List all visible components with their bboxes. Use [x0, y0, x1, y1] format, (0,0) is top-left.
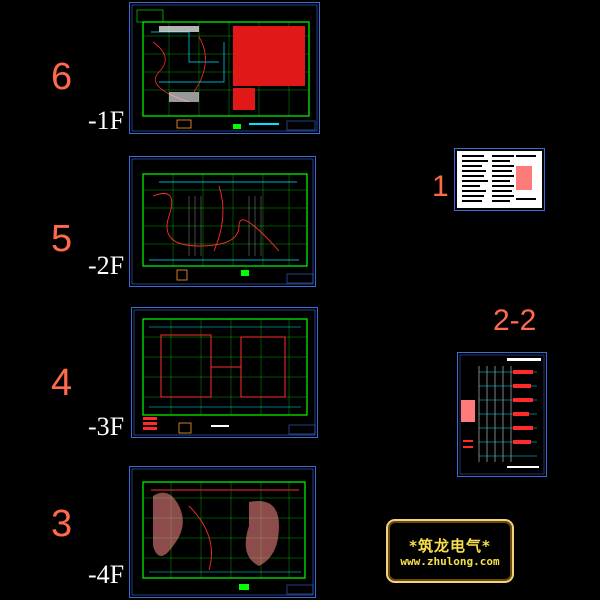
floor-plan-sheet-1f[interactable]: [129, 2, 320, 134]
riser-diagram-sheet[interactable]: [457, 352, 547, 477]
drawing-number-6: 6: [51, 56, 73, 98]
floor-label-minus-4f: -4F: [88, 560, 125, 589]
floor-plan-sheet-4f[interactable]: [129, 466, 316, 598]
drawing-number-5: 5: [51, 218, 73, 260]
drawing-number-3: 3: [51, 503, 73, 545]
floor-plan-sheet-3f[interactable]: [131, 307, 318, 438]
floor-label-minus-3f: -3F: [88, 412, 125, 441]
side-sheet-label-2-2: 2-2: [493, 304, 537, 337]
floor-plan-sheet-2f[interactable]: [129, 156, 316, 287]
side-sheet-label-1: 1: [432, 170, 449, 203]
drawing-number-4: 4: [51, 362, 73, 404]
floor-label-minus-1f: -1F: [88, 106, 125, 135]
watermark-name: *筑龙电气*: [409, 537, 491, 555]
legend-sheet[interactable]: [454, 148, 545, 211]
zhulong-watermark-logo: *筑龙电气* www.zhulong.com: [386, 519, 514, 583]
floor-label-minus-2f: -2F: [88, 251, 125, 280]
watermark-url: www.zhulong.com: [400, 555, 500, 568]
